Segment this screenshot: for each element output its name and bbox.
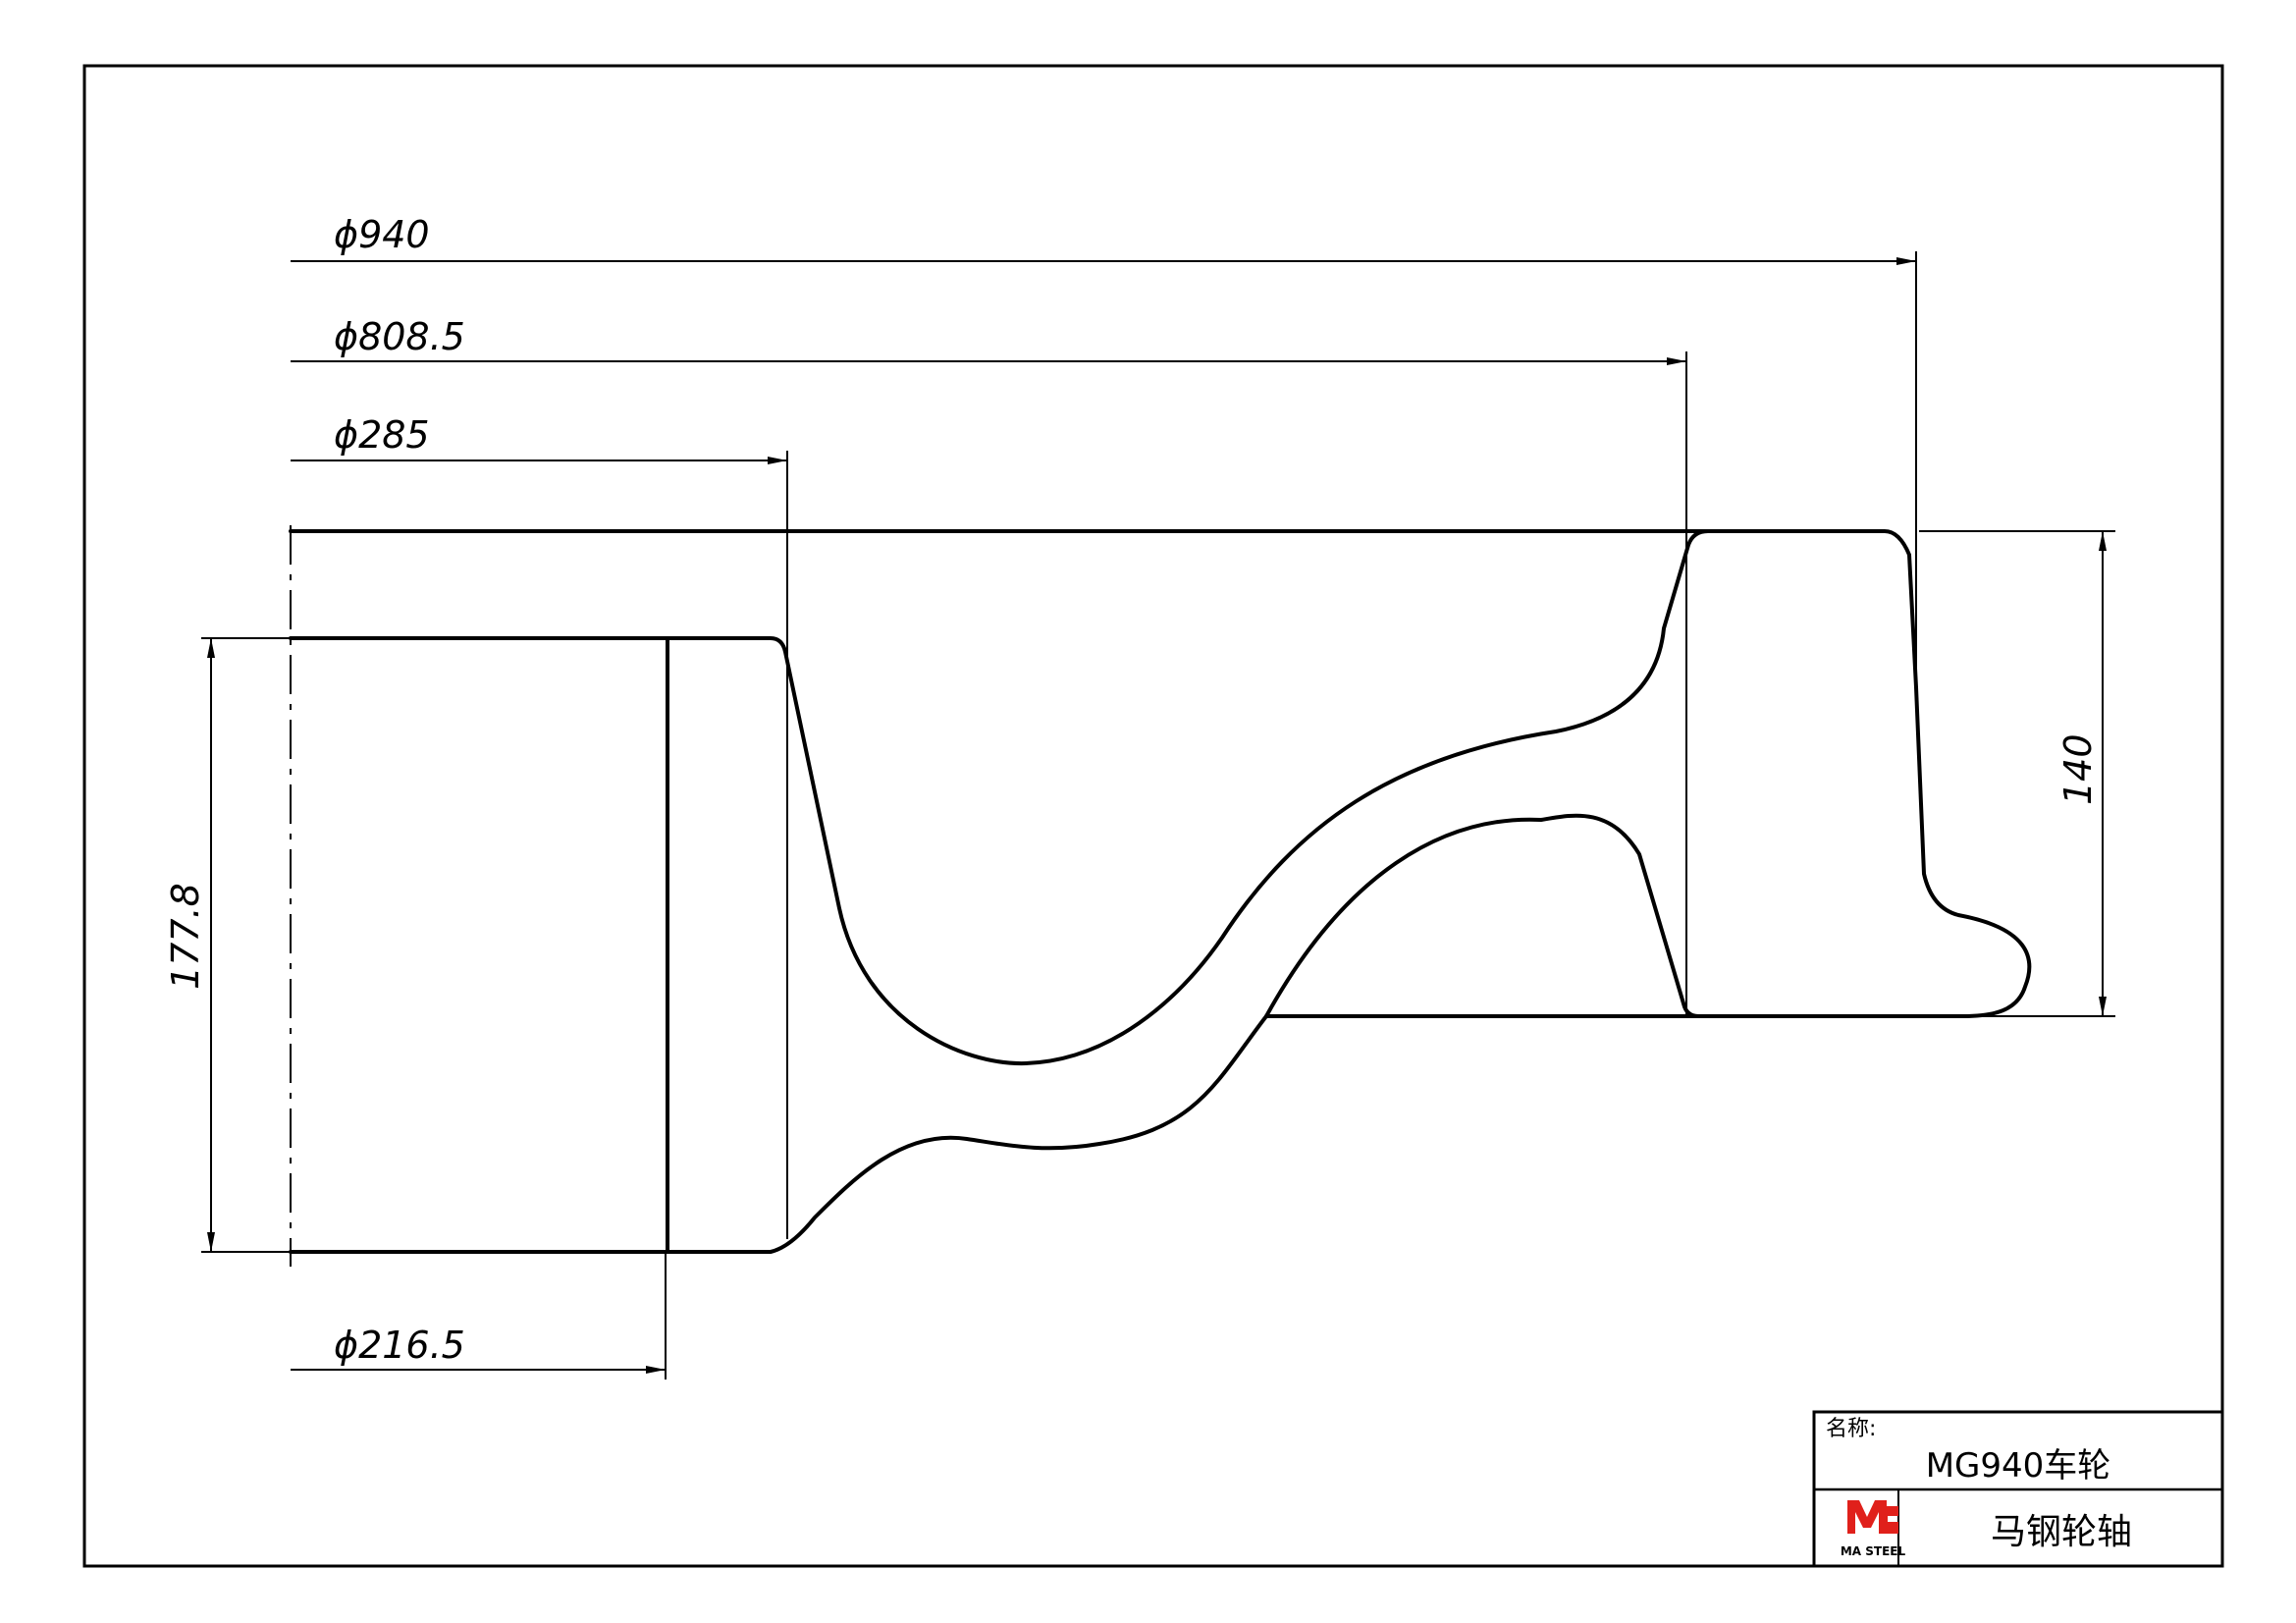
dim-d940-text: ϕ940 [334,213,430,256]
title-part-name: MG940车轮 [1926,1446,2111,1486]
ma-steel-logo: MA STEEL [1841,1500,1906,1558]
wheel-section [666,529,2032,1254]
svg-text:MA STEEL: MA STEEL [1841,1544,1906,1558]
dim-177-text: 177.8 [164,883,207,990]
title-block: 名称: MG940车轮 马钢轮轴 MA STEEL [1812,1410,2224,1568]
dim-140-text: 140 [2056,733,2100,805]
dim-d285-text: ϕ285 [334,413,430,457]
title-company: 马钢轮轴 [1991,1512,2132,1552]
dim-d808-text: ϕ808.5 [334,315,465,358]
title-name-label: 名称: [1826,1417,1876,1441]
drawing-border [82,64,2224,1568]
dim-d216-text: ϕ216.5 [334,1324,465,1367]
